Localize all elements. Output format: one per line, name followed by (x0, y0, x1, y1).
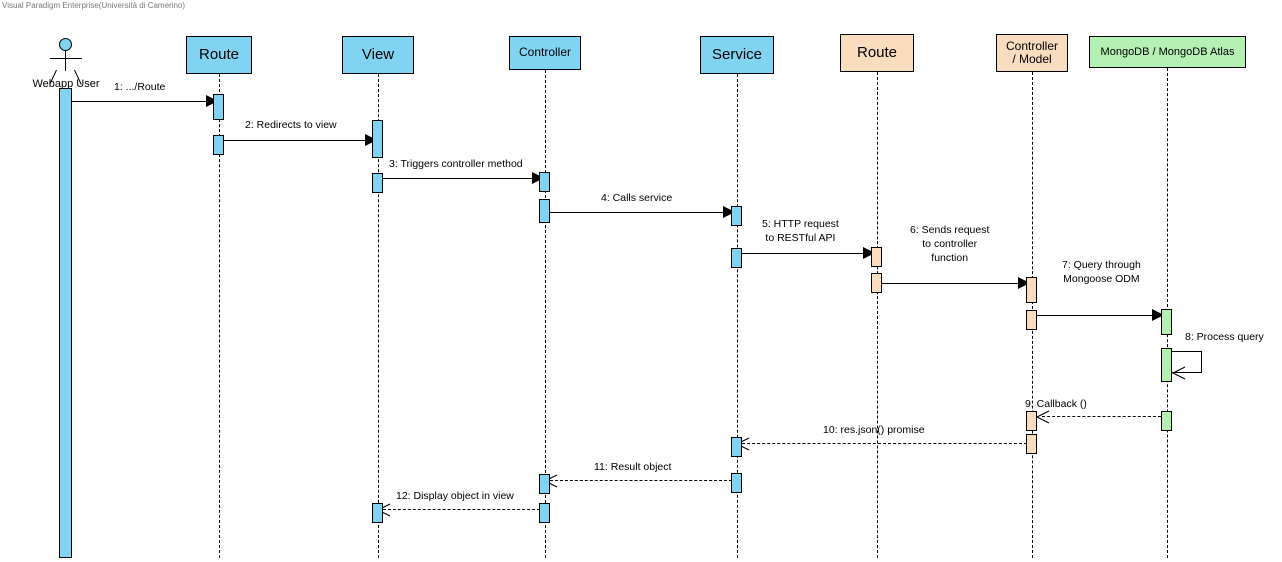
message-2-label: 2: Redirects to view (245, 119, 337, 131)
lifeline-dash-service (737, 74, 738, 558)
actor-arms-icon (50, 58, 82, 59)
message-9-line (1042, 416, 1161, 417)
activation-service-3 (731, 437, 742, 457)
activation-service-4 (731, 473, 742, 493)
message-3-line (383, 178, 540, 179)
activation-service-2 (731, 248, 742, 268)
activation-controller-4 (539, 503, 550, 523)
lifeline-dash-controller (545, 70, 546, 558)
lifeline-head-service[interactable]: Service (700, 36, 774, 74)
message-4-label: 4: Calls service (601, 192, 673, 204)
lifeline-dash-route-api (877, 72, 878, 558)
message-4-line (550, 212, 731, 213)
activation-route-web-1 (213, 94, 224, 120)
message-12-line (383, 509, 540, 510)
activation-controller-model-1 (1026, 277, 1037, 303)
activation-mongodb-1 (1161, 309, 1172, 335)
activation-view-2 (372, 173, 383, 193)
activation-view-3 (372, 503, 383, 523)
watermark-label: Visual Paradigm Enterprise(Università di… (2, 1, 186, 10)
activation-controller-2 (539, 199, 550, 223)
activation-controller-model-2 (1026, 310, 1037, 330)
message-7-label: 7: Query through Mongoose ODM (1062, 259, 1141, 286)
message-8-label: 8: Process query (1185, 331, 1264, 343)
activation-controller-model-3 (1026, 411, 1037, 431)
message-8-self-loop (1172, 351, 1202, 373)
message-9-arrowhead (1036, 410, 1050, 424)
message-6-label: 6: Sends request to controller function (910, 224, 990, 265)
actor-body-icon (65, 51, 66, 71)
message-12-label: 12: Display object in view (396, 490, 514, 502)
message-9-label: 9: Callback () (1025, 398, 1087, 410)
message-6-line (882, 283, 1027, 284)
activation-route-web-2 (213, 135, 224, 155)
message-1-line (72, 101, 214, 102)
activation-controller-1 (539, 172, 550, 192)
lifeline-head-view[interactable]: View (342, 36, 414, 74)
activation-controller-model-4 (1026, 434, 1037, 454)
message-3-label: 3: Triggers controller method (389, 158, 523, 170)
message-10-label: 10: res.json() promise (823, 424, 925, 436)
message-5-label: 5: HTTP request to RESTful API (762, 218, 839, 245)
lifeline-head-route-web[interactable]: Route (186, 36, 252, 74)
actor-label: Webapp User (32, 78, 100, 90)
activation-service-1 (731, 206, 742, 226)
activation-controller-3 (539, 474, 550, 494)
lifeline-head-mongodb[interactable]: MongoDB / MongoDB Atlas (1089, 36, 1246, 68)
message-10-line (742, 443, 1027, 444)
message-1-label: 1: .../Route (114, 81, 166, 93)
lifeline-dash-route-web (219, 74, 220, 558)
activation-mongodb-self (1161, 348, 1172, 382)
message-11-line (550, 480, 732, 481)
lifeline-dash-view (378, 74, 379, 558)
lifeline-head-controller-model[interactable]: Controller / Model (996, 34, 1068, 72)
activation-mongodb-2 (1161, 411, 1172, 431)
lifeline-head-controller[interactable]: Controller (509, 36, 581, 70)
activation-view-1 (372, 120, 383, 158)
actor-head-icon (59, 38, 72, 51)
message-5-line (742, 253, 872, 254)
message-2-line (224, 140, 373, 141)
actor-activation-bar (59, 88, 72, 558)
activation-route-api-1 (871, 247, 882, 267)
activation-route-api-2 (871, 273, 882, 293)
lifeline-head-route-api[interactable]: Route (840, 34, 914, 72)
message-11-label: 11: Result object (594, 461, 672, 473)
message-8-arrowhead (1172, 366, 1186, 380)
message-7-line (1037, 315, 1161, 316)
